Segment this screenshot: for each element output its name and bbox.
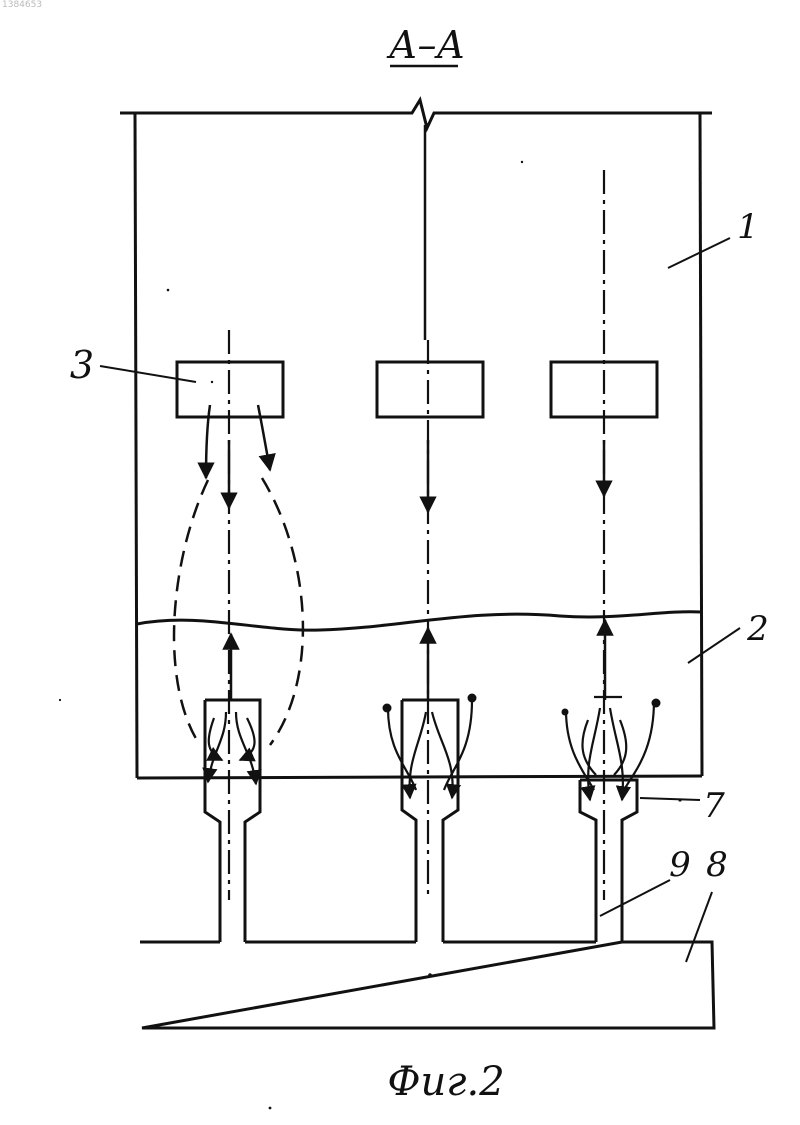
callout-9: 9 — [669, 845, 691, 885]
callout-3: 3 — [70, 343, 94, 387]
jet-end-dot — [468, 694, 477, 703]
callout-1: 1 — [737, 207, 759, 247]
callout-8: 8 — [706, 845, 728, 885]
vessel-outline — [120, 100, 712, 778]
jet-streams-left — [208, 712, 256, 784]
liquid-surface-line — [137, 612, 702, 630]
nozzle-middle — [402, 700, 458, 942]
header-box — [140, 942, 714, 1028]
jet-end-dot — [652, 699, 661, 708]
jet-end-dot — [383, 704, 392, 713]
upward-flow-arrows — [231, 620, 605, 700]
callout-2: 2 — [746, 609, 769, 649]
circulation-loop — [174, 478, 303, 745]
nozzle-left — [205, 700, 260, 942]
flow-axes — [229, 170, 604, 900]
paper-specks — [59, 161, 682, 1110]
leader-lines — [100, 238, 740, 962]
downward-flow-arrows — [206, 405, 604, 512]
figure-caption: Фиг.2 — [387, 1059, 504, 1105]
callout-7: 7 — [703, 786, 725, 826]
nozzle-right — [580, 780, 637, 942]
box-middle — [377, 362, 483, 417]
jet-end-dot — [562, 709, 569, 716]
section-label: А–А — [386, 23, 466, 67]
